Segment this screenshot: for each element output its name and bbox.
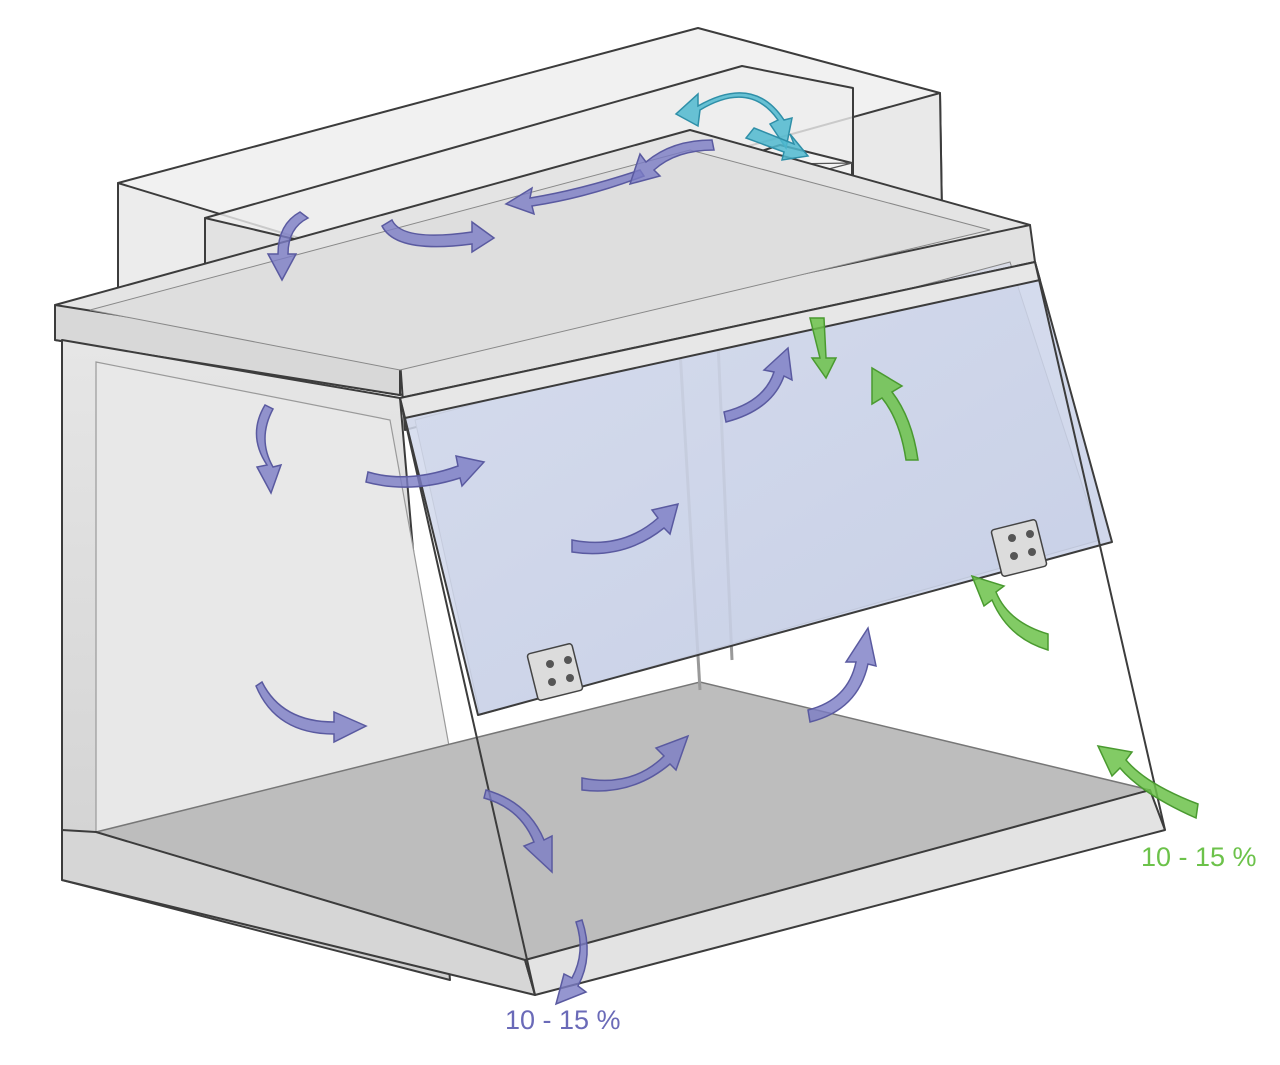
curved-arrow-icon <box>1096 745 1199 820</box>
curved-arrow-icon <box>581 734 690 792</box>
exhaust-percentage-label: 10 - 15 % <box>505 1005 621 1035</box>
curved-arrow-icon <box>871 366 919 461</box>
curved-arrow-icon <box>266 211 310 282</box>
curved-arrow-icon <box>365 455 486 488</box>
intake-airflow-arrows <box>809 317 1199 820</box>
curved-arrow-icon <box>674 92 793 150</box>
curved-arrow-icon <box>504 169 646 216</box>
curved-arrow-icon <box>255 680 368 744</box>
curved-arrow-icon <box>723 346 793 423</box>
curved-arrow-icon <box>571 502 680 555</box>
curved-arrow-icon <box>628 139 715 186</box>
curved-arrow-icon <box>807 626 877 723</box>
filtered-airflow-arrows <box>674 92 810 161</box>
front-glass-sash <box>399 261 1166 996</box>
curved-arrow-icon <box>744 127 810 161</box>
curved-arrow-icon <box>381 218 496 254</box>
curved-arrow-icon <box>255 404 283 495</box>
intake-percentage-label: 10 - 15 % <box>1141 842 1257 872</box>
hinge-right <box>990 519 1048 577</box>
curved-arrow-icon <box>554 919 588 1006</box>
recirculated-airflow-arrows <box>255 139 877 1006</box>
curved-arrow-icon <box>809 317 838 380</box>
work-surface <box>61 681 1166 996</box>
curved-arrow-icon <box>483 789 553 874</box>
curved-arrow-icon <box>970 574 1049 652</box>
hinge-left <box>526 643 584 701</box>
